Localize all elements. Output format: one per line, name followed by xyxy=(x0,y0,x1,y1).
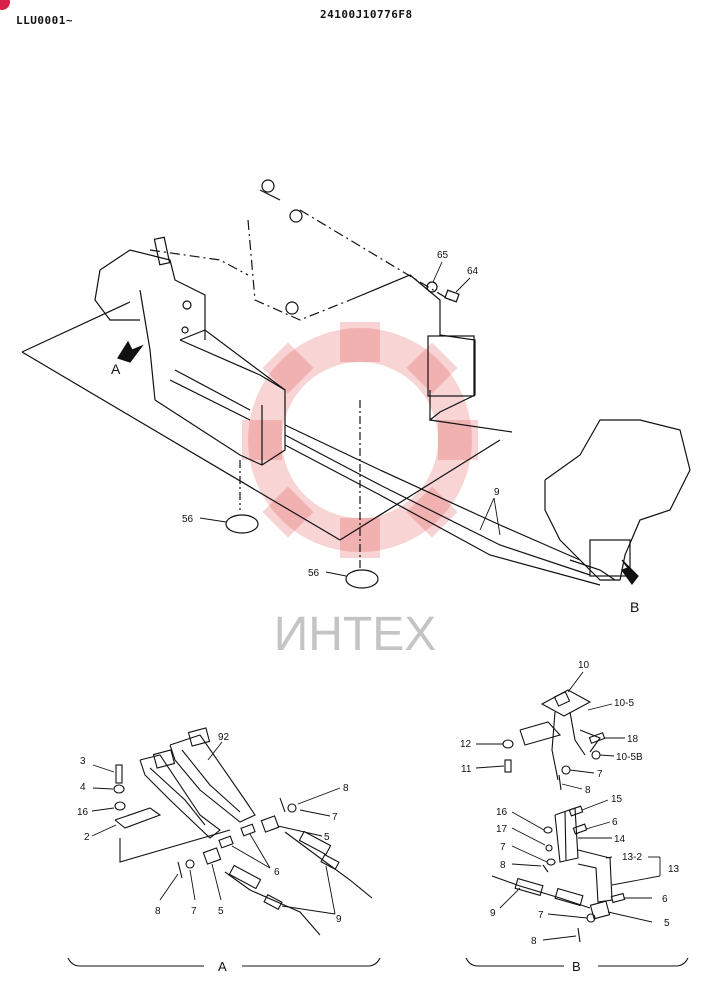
callout-9-a: 9 xyxy=(336,914,342,925)
callout-9-main: 9 xyxy=(494,487,500,498)
callout-16-b: 16 xyxy=(496,807,508,818)
callout-5-a-right: 5 xyxy=(324,832,330,843)
callout-6-a: 6 xyxy=(274,867,280,878)
callout-7-a-right: 7 xyxy=(332,812,338,823)
callout-14: 14 xyxy=(614,834,626,845)
callout-8-b-top: 8 xyxy=(585,785,591,796)
callout-12: 12 xyxy=(460,739,472,750)
callout-13: 13 xyxy=(668,864,680,875)
callout-7-b-top: 7 xyxy=(597,769,603,780)
callout-6-b-top: 6 xyxy=(612,817,618,828)
callout-7-b-bottom: 7 xyxy=(538,910,544,921)
callout-8-a-left: 8 xyxy=(155,906,161,917)
detail-b-caption: B xyxy=(572,959,581,974)
callout-5-a-left: 5 xyxy=(218,906,224,917)
document-code: LLU0001~ xyxy=(16,14,73,27)
callout-92: 92 xyxy=(218,732,230,743)
callout-7-b-mid: 7 xyxy=(500,842,506,853)
watermark-text: ИНТЕХ xyxy=(274,608,437,661)
callout-9-b: 9 xyxy=(490,908,496,919)
part-number: 24100J10776F8 xyxy=(320,8,413,21)
callout-15: 15 xyxy=(611,794,623,805)
detail-b-leaders xyxy=(475,671,661,941)
callout-56-left: 56 xyxy=(182,514,194,525)
callout-17: 17 xyxy=(496,824,508,835)
callout-10: 10 xyxy=(578,660,590,671)
callout-64: 64 xyxy=(467,266,479,277)
callout-7-a-left: 7 xyxy=(191,906,197,917)
main-leader-lines xyxy=(199,261,501,577)
callout-65: 65 xyxy=(437,250,449,261)
detail-a-caption: A xyxy=(218,959,227,974)
view-label-a: A xyxy=(111,361,121,377)
callout-10-5: 10-5 xyxy=(614,698,634,709)
callout-56-right: 56 xyxy=(308,568,320,579)
callout-8-a-right: 8 xyxy=(343,783,349,794)
callout-2: 2 xyxy=(84,832,90,843)
callout-8-b-bottom: 8 xyxy=(531,936,537,947)
callout-11: 11 xyxy=(461,764,472,775)
callout-18: 18 xyxy=(627,734,639,745)
callout-4: 4 xyxy=(80,782,86,793)
callout-6-b-bottom: 6 xyxy=(662,894,668,905)
detail-a-pedals xyxy=(67,727,381,967)
callout-5-b: 5 xyxy=(664,918,670,929)
corner-marker xyxy=(0,0,10,10)
callout-13-2: 13-2 xyxy=(622,852,642,863)
main-assembly-view xyxy=(21,179,691,589)
callout-10-5b: 10-5B xyxy=(616,752,643,763)
callout-16-a: 16 xyxy=(77,807,89,818)
callout-3: 3 xyxy=(80,756,86,767)
callout-8-b-mid: 8 xyxy=(500,860,506,871)
detail-a-leaders xyxy=(91,741,341,915)
view-label-b: B xyxy=(630,599,639,615)
